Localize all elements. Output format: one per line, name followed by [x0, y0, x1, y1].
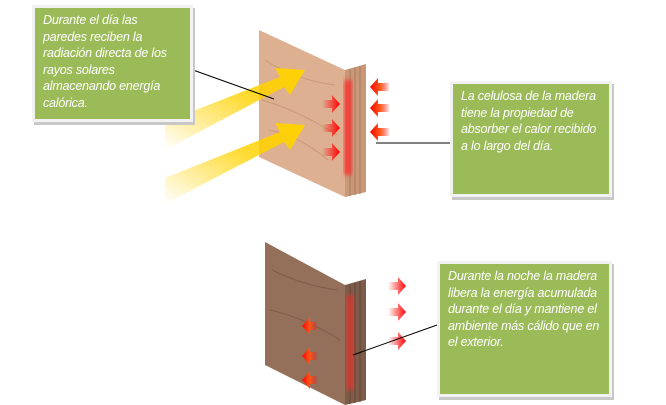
- leader-line: [352, 324, 438, 356]
- heat-glow: [344, 80, 352, 175]
- heat-glow: [346, 295, 354, 390]
- leader-line: [192, 69, 275, 100]
- heat-arrows-day: [322, 78, 390, 161]
- callout-day-walls: Durante el día las paredes reciben la ra…: [32, 5, 193, 122]
- wood-panel-day: [259, 30, 366, 197]
- sun-ray-arrow: [165, 123, 305, 204]
- callout-cellulose: La celulosa de la madera tiene la propie…: [450, 81, 612, 197]
- heat-arrows-night: [302, 277, 406, 389]
- callout-night: Durante la noche la madera libera la ene…: [437, 261, 612, 397]
- sun-ray-arrow: [165, 68, 305, 150]
